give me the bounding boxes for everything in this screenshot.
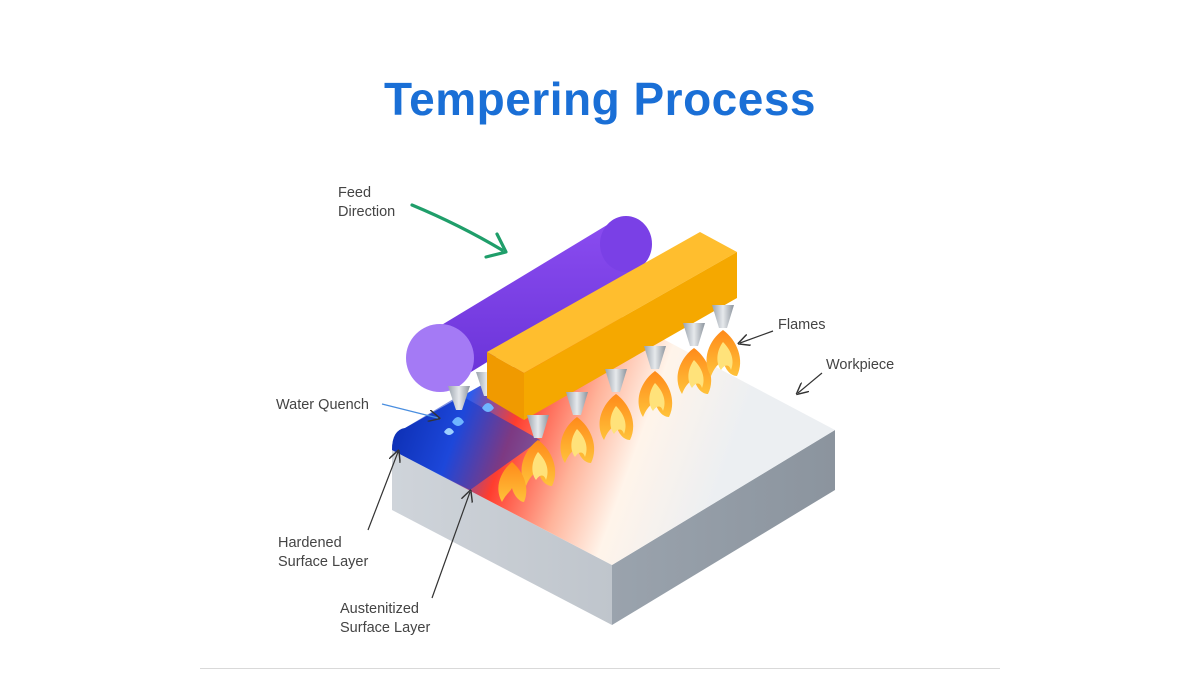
water-quench-label: Water Quench [276, 397, 369, 413]
workpiece-right-face [612, 430, 835, 625]
bottom-divider [200, 668, 1000, 669]
hardened-layer-label-line2: Surface Layer [278, 554, 369, 570]
torch-bar-front [487, 352, 524, 420]
leader-lines [367, 330, 823, 599]
hardened-layer-label: Hardened Surface Layer [278, 534, 368, 572]
flame-icon [677, 348, 712, 394]
workpiece-leader-arrow-icon [798, 372, 823, 393]
water-drop-icon [452, 417, 464, 426]
hardened-leader-arrow-icon [367, 452, 398, 531]
workpiece-front-face [392, 450, 612, 625]
nozzle-icon [448, 386, 470, 410]
torch-bar-side [524, 252, 737, 420]
hardened-layer-label-line1: Hardened [278, 535, 342, 551]
workpiece-label: Workpiece [826, 357, 895, 373]
torch-nozzles [527, 305, 734, 438]
flame-icon [599, 394, 634, 440]
flames-leader-arrow-icon [740, 330, 774, 343]
torch-bar [487, 232, 737, 420]
flame-icon [706, 330, 741, 376]
water-drop-icon [482, 403, 494, 412]
torch-bar-top [487, 232, 737, 373]
austenitized-layer-label-line1: Austenitized [340, 601, 419, 617]
quench-roller [406, 216, 652, 392]
nozzle-icon [644, 346, 666, 369]
nozzle-icon [712, 305, 734, 328]
flames-label: Flames [778, 317, 826, 333]
nozzle-icon [605, 369, 627, 392]
flame-icon [560, 417, 595, 463]
nozzle-icon [566, 392, 588, 415]
water-drop-icon [444, 428, 454, 435]
feed-direction-label-line1: Feed [338, 185, 372, 201]
diagram-title: Tempering Process [383, 73, 817, 125]
flames-group [498, 330, 741, 502]
flame-icon [521, 440, 556, 486]
flame-icon [498, 462, 527, 502]
feed-direction-label-line2: Direction [338, 204, 396, 220]
feed-direction-arrow-icon [410, 203, 508, 259]
austenitized-layer-label-line2: Surface Layer [340, 620, 431, 636]
nozzle-icon [683, 323, 705, 346]
austenitized-leader-arrow-icon [431, 492, 470, 599]
nozzle-icon [527, 415, 549, 438]
quench-roller-end [406, 324, 474, 392]
feed-direction-label: Feed Direction [338, 184, 395, 222]
austenitized-layer-label: Austenitized Surface Layer [340, 600, 430, 638]
flame-icon [638, 371, 673, 417]
water-quench-leader-line [381, 403, 438, 418]
